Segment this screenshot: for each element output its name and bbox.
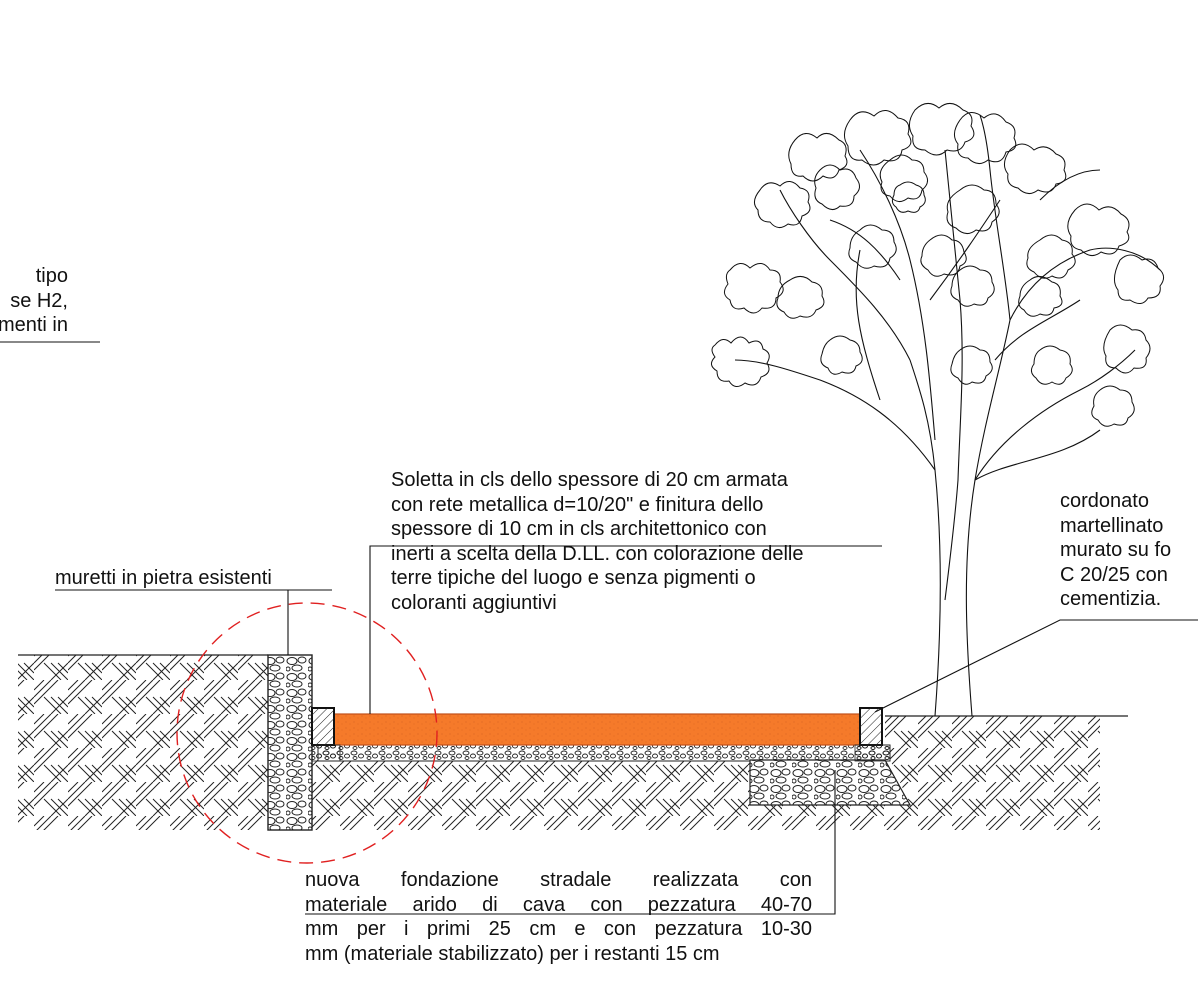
note-left-partial: tipo se H2, menti in — [0, 264, 68, 338]
note-cordonato: cordonato martellinato murato su fo C 20… — [1060, 489, 1171, 612]
note-line: con rete metallica d=10/20" e finitura d… — [391, 493, 764, 516]
note-line: martellinato — [1060, 514, 1164, 537]
note-line: inerti a scelta della D.LL. con colorazi… — [391, 542, 804, 565]
note-line: cementizia. — [1060, 588, 1162, 610]
curb-stone-icon — [854, 707, 891, 762]
note-line: se H2, — [10, 289, 68, 312]
note-line: murato su fo — [1060, 539, 1172, 561]
note-line: spessore di 10 cm in cls architettonico … — [391, 518, 767, 540]
note-fondazione: nuova fondazione stradale realizzata con… — [305, 868, 812, 966]
concrete-slab — [333, 713, 861, 746]
terrain-lower — [310, 716, 1100, 830]
note-line: terre tipiche del luogo e senza pigmenti… — [391, 567, 756, 589]
note-muretti: muretti in pietra esistenti — [55, 566, 272, 591]
note-line: cordonato — [1060, 490, 1149, 512]
note-soletta: Soletta in cls dello spessore di 20 cm a… — [391, 468, 803, 615]
note-line: tipo — [35, 265, 68, 287]
tree-elevation-icon — [711, 103, 1164, 717]
note-line: C 20/25 con — [1060, 563, 1168, 586]
note-line: nuova fondazione stradale realizzata con — [305, 869, 812, 891]
note-line: mm per i primi 25 cm e con pezzatura 10-… — [305, 918, 812, 940]
note-line: muretti in pietra esistenti — [55, 567, 272, 589]
note-line: Soletta in cls dello spessore di 20 cm a… — [391, 469, 788, 491]
note-line: materiale arido di cava con pezzatura 40… — [305, 893, 812, 916]
terrain-left — [18, 655, 268, 830]
note-line: coloranti aggiuntivi — [391, 591, 557, 614]
note-line: mm (materiale stabilizzato) per i restan… — [305, 942, 720, 965]
note-line: menti in — [0, 314, 68, 336]
detail-callout-circle — [176, 602, 438, 864]
curb-stone-icon — [311, 707, 341, 762]
stone-wall-icon — [267, 654, 313, 831]
leader-lines — [0, 341, 1198, 915]
